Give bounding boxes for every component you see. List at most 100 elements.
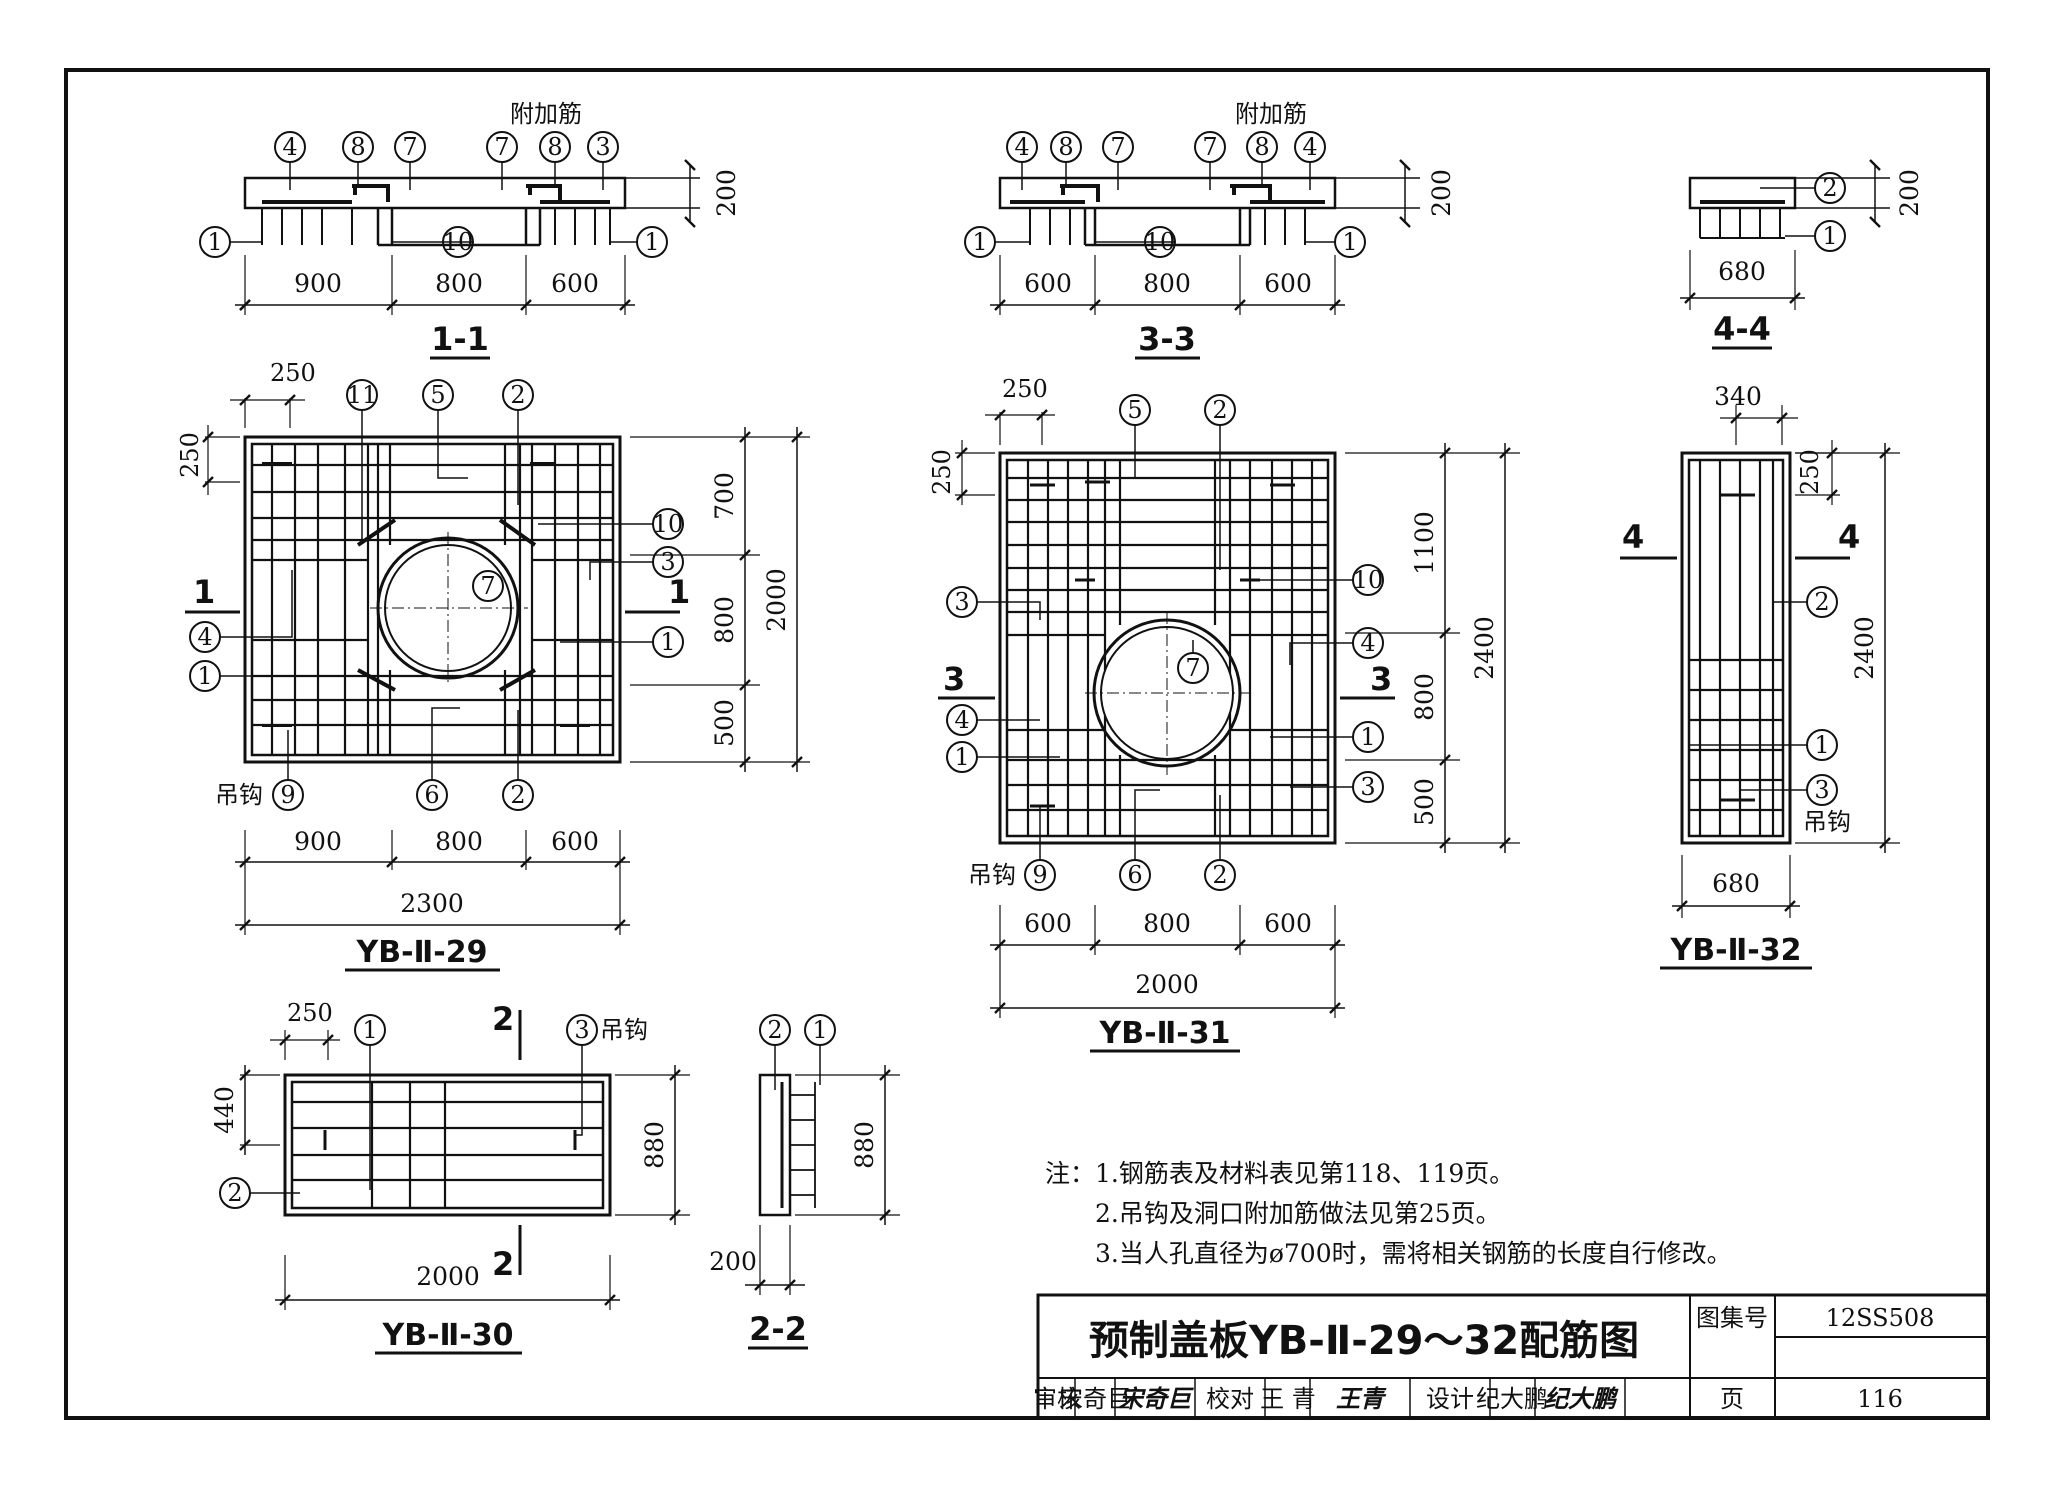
svg-text:2: 2 (492, 1000, 514, 1038)
svg-text:王 青: 王 青 (1260, 1385, 1316, 1413)
atlas-number: 12SS508 (1826, 1304, 1935, 1332)
svg-text:4: 4 (197, 623, 212, 651)
svg-text:7: 7 (480, 572, 495, 600)
svg-text:340: 340 (1714, 382, 1762, 411)
svg-text:4: 4 (1360, 629, 1375, 657)
svg-text:4: 4 (1622, 518, 1644, 556)
callout: 7 (402, 133, 417, 161)
svg-text:2: 2 (1212, 861, 1227, 889)
callout: 1 (644, 228, 659, 256)
svg-text:1: 1 (668, 573, 690, 611)
svg-text:2: 2 (1822, 174, 1837, 202)
svg-text:9: 9 (1032, 861, 1047, 889)
drawing-title: 预制盖板YB-Ⅱ-29～32配筋图 (1089, 1318, 1639, 1364)
svg-text:2400: 2400 (1850, 616, 1879, 680)
svg-text:800: 800 (710, 596, 739, 644)
svg-text:250: 250 (1002, 375, 1048, 403)
section-3-3: 附加筋 200 4 8 7 7 8 4 1 10 1 600 800 600 3… (964, 100, 1456, 360)
svg-text:4: 4 (954, 706, 969, 734)
svg-text:1: 1 (1822, 222, 1837, 250)
svg-text:7: 7 (1110, 133, 1125, 161)
svg-text:680: 680 (1718, 257, 1766, 286)
svg-text:校对: 校对 (1206, 1385, 1254, 1413)
plan-yb-ii-29: 250 250 1 1 11 5 2 10 7 3 4 1 1 9 6 2 吊钩… (176, 359, 810, 972)
callout: 8 (350, 133, 365, 161)
svg-text:3-3: 3-3 (1138, 320, 1196, 358)
svg-text:800: 800 (1410, 673, 1439, 721)
designer-signature: 纪大鹏 (1544, 1384, 1619, 1413)
svg-text:YB-Ⅱ-30: YB-Ⅱ-30 (381, 1318, 513, 1353)
svg-text:7: 7 (1202, 133, 1217, 161)
reviewer-signature: 宋奇巨 (1119, 1384, 1194, 1413)
svg-text:2: 2 (1212, 396, 1227, 424)
callout: 7 (494, 133, 509, 161)
svg-text:2400: 2400 (1470, 616, 1499, 680)
svg-text:11: 11 (347, 381, 378, 409)
section-1-1: 附加筋 200 4 8 7 7 8 3 1 10 1 900 800 600 1… (199, 100, 741, 360)
svg-text:250: 250 (287, 999, 333, 1027)
svg-text:吊钩: 吊钩 (1803, 808, 1851, 836)
svg-text:200: 200 (1895, 169, 1924, 217)
svg-text:页: 页 (1720, 1385, 1744, 1413)
svg-text:YB-Ⅱ-29: YB-Ⅱ-29 (355, 935, 487, 970)
title-block: 预制盖板YB-Ⅱ-29～32配筋图 图集号 12SS508 页 116 审核 宋… (1033, 1293, 1990, 1420)
svg-text:2300: 2300 (400, 889, 464, 918)
svg-text:6: 6 (1127, 861, 1142, 889)
svg-text:2000: 2000 (416, 1262, 480, 1291)
svg-text:600: 600 (1264, 909, 1312, 938)
svg-text:1: 1 (954, 743, 969, 771)
plan-yb-ii-30: 250 440 880 2 2 1 3 2 吊钩 2000 YB-Ⅱ-30 (210, 999, 690, 1355)
svg-text:3: 3 (1370, 660, 1392, 698)
svg-text:YB-Ⅱ-31: YB-Ⅱ-31 (1098, 1016, 1230, 1051)
svg-text:200: 200 (712, 169, 741, 217)
svg-text:800: 800 (435, 827, 483, 856)
svg-text:吊钩: 吊钩 (215, 781, 263, 809)
svg-text:600: 600 (1264, 269, 1312, 298)
section-2-2: 2 1 880 200 2-2 (709, 1014, 900, 1350)
svg-text:1: 1 (193, 573, 215, 611)
svg-text:500: 500 (1410, 778, 1439, 826)
svg-text:200: 200 (709, 1247, 757, 1276)
svg-text:200: 200 (1427, 169, 1456, 217)
svg-text:10: 10 (1353, 566, 1384, 594)
note-2: 2.吊钩及洞口附加筋做法见第25页。 (1095, 1199, 1501, 1228)
svg-text:5: 5 (430, 381, 445, 409)
svg-text:1: 1 (362, 1016, 377, 1044)
plan-yb-ii-32: 4 4 340 250 2 1 3 吊钩 2400 680 YB-Ⅱ-32 (1620, 382, 1900, 970)
svg-text:900: 900 (294, 827, 342, 856)
svg-text:1: 1 (1814, 731, 1829, 759)
svg-text:5: 5 (1127, 396, 1142, 424)
svg-text:4: 4 (1014, 133, 1029, 161)
svg-text:吊钩: 吊钩 (600, 1016, 648, 1044)
callout: 3 (595, 133, 610, 161)
svg-text:2-2: 2-2 (749, 1310, 807, 1348)
svg-text:680: 680 (1712, 869, 1760, 898)
svg-text:10: 10 (653, 510, 684, 538)
svg-text:附加筋: 附加筋 (1235, 100, 1307, 128)
extra-bar-label: 附加筋 (510, 100, 582, 128)
checker-signature: 王青 (1336, 1384, 1387, 1413)
svg-text:3: 3 (1360, 773, 1375, 801)
plan-yb-ii-31: 250 250 3 3 5 2 10 3 7 4 4 1 1 3 9 6 2 吊… (928, 375, 1520, 1053)
svg-text:800: 800 (1143, 269, 1191, 298)
svg-text:440: 440 (210, 1086, 239, 1134)
svg-text:2000: 2000 (1135, 970, 1199, 999)
callout: 1 (207, 228, 222, 256)
svg-text:1: 1 (197, 662, 212, 690)
svg-text:2: 2 (227, 1179, 242, 1207)
section-4-4: 2 1 200 680 4-4 (1680, 159, 1924, 350)
page-number: 116 (1857, 1385, 1903, 1413)
svg-text:3: 3 (954, 588, 969, 616)
svg-text:设计: 设计 (1426, 1385, 1474, 1413)
callout: 4 (282, 133, 297, 161)
svg-text:8: 8 (1058, 133, 1073, 161)
note-3: 3.当人孔直径为ø700时，需将相关钢筋的长度自行修改。 (1095, 1239, 1732, 1268)
svg-text:2: 2 (1814, 588, 1829, 616)
svg-text:250: 250 (176, 432, 204, 478)
svg-text:1: 1 (1342, 228, 1357, 256)
note-1: 1.钢筋表及材料表见第118、119页。 (1095, 1159, 1514, 1188)
svg-text:600: 600 (551, 269, 599, 298)
svg-text:9: 9 (280, 781, 295, 809)
svg-text:2: 2 (510, 781, 525, 809)
